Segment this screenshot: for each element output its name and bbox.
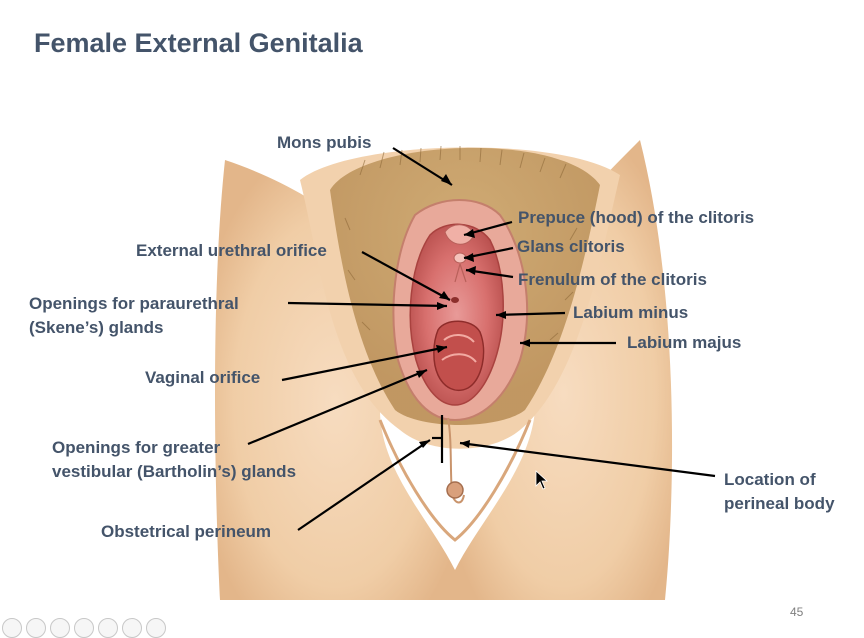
- pen-icon[interactable]: [50, 618, 70, 638]
- annotation-arrows: [247, 147, 716, 531]
- slide-title: Female External Genitalia: [34, 28, 363, 58]
- label-mons-pubis: Mons pubis: [277, 133, 371, 152]
- vaginal-orifice-shape: [433, 320, 485, 392]
- label-external-urethral: External urethral orifice: [136, 241, 327, 260]
- label-vaginal-orifice: Vaginal orifice: [145, 368, 260, 387]
- label-perineal-body-2: perineal body: [724, 494, 835, 513]
- presentation-controls: [0, 618, 200, 638]
- label-perineal-body-1: Location of: [724, 470, 816, 489]
- label-paraurethral-2: (Skene’s) glands: [29, 318, 163, 337]
- hymenal-folds: [441, 334, 477, 363]
- arrow-bartholin: [247, 368, 428, 446]
- more-options-icon[interactable]: [146, 618, 166, 638]
- arrow-mons-pubis: [392, 147, 453, 186]
- arrow-obstetrical-perineum: [297, 439, 431, 531]
- label-frenulum: Frenulum of the clitoris: [518, 270, 707, 289]
- label-labium-majus: Labium majus: [627, 333, 741, 352]
- label-glans-clitoris: Glans clitoris: [517, 237, 625, 256]
- slide-page-number: 45: [790, 605, 804, 619]
- frenulum-shape: [454, 263, 467, 283]
- subtitles-icon[interactable]: [122, 618, 142, 638]
- buttock-shading: [378, 419, 532, 542]
- label-paraurethral-1: Openings for paraurethral: [29, 294, 239, 313]
- arrow-vaginal-orifice: [281, 345, 448, 382]
- previous-slide-icon[interactable]: [2, 618, 22, 638]
- label-bartholin-1: Openings for greater: [52, 438, 221, 457]
- urethral-orifice-shape: [451, 297, 459, 303]
- slides-grid-icon[interactable]: [74, 618, 94, 638]
- anus-shape: [446, 481, 464, 499]
- label-obstetrical-perineum: Obstetrical perineum: [101, 522, 271, 541]
- left-thigh: [215, 160, 455, 600]
- arrow-paraurethral: [287, 301, 448, 308]
- arrow-external-urethral: [361, 251, 451, 301]
- zoom-icon[interactable]: [98, 618, 118, 638]
- arrow-labium-minus: [495, 311, 566, 317]
- arrow-perineal-body: [459, 441, 716, 478]
- label-bartholin-2: vestibular (Bartholin’s) glands: [52, 462, 296, 481]
- next-slide-icon[interactable]: [26, 618, 46, 638]
- mouse-pointer-icon: [535, 470, 549, 490]
- label-labium-minus: Labium minus: [573, 303, 688, 322]
- label-prepuce: Prepuce (hood) of the clitoris: [518, 208, 754, 227]
